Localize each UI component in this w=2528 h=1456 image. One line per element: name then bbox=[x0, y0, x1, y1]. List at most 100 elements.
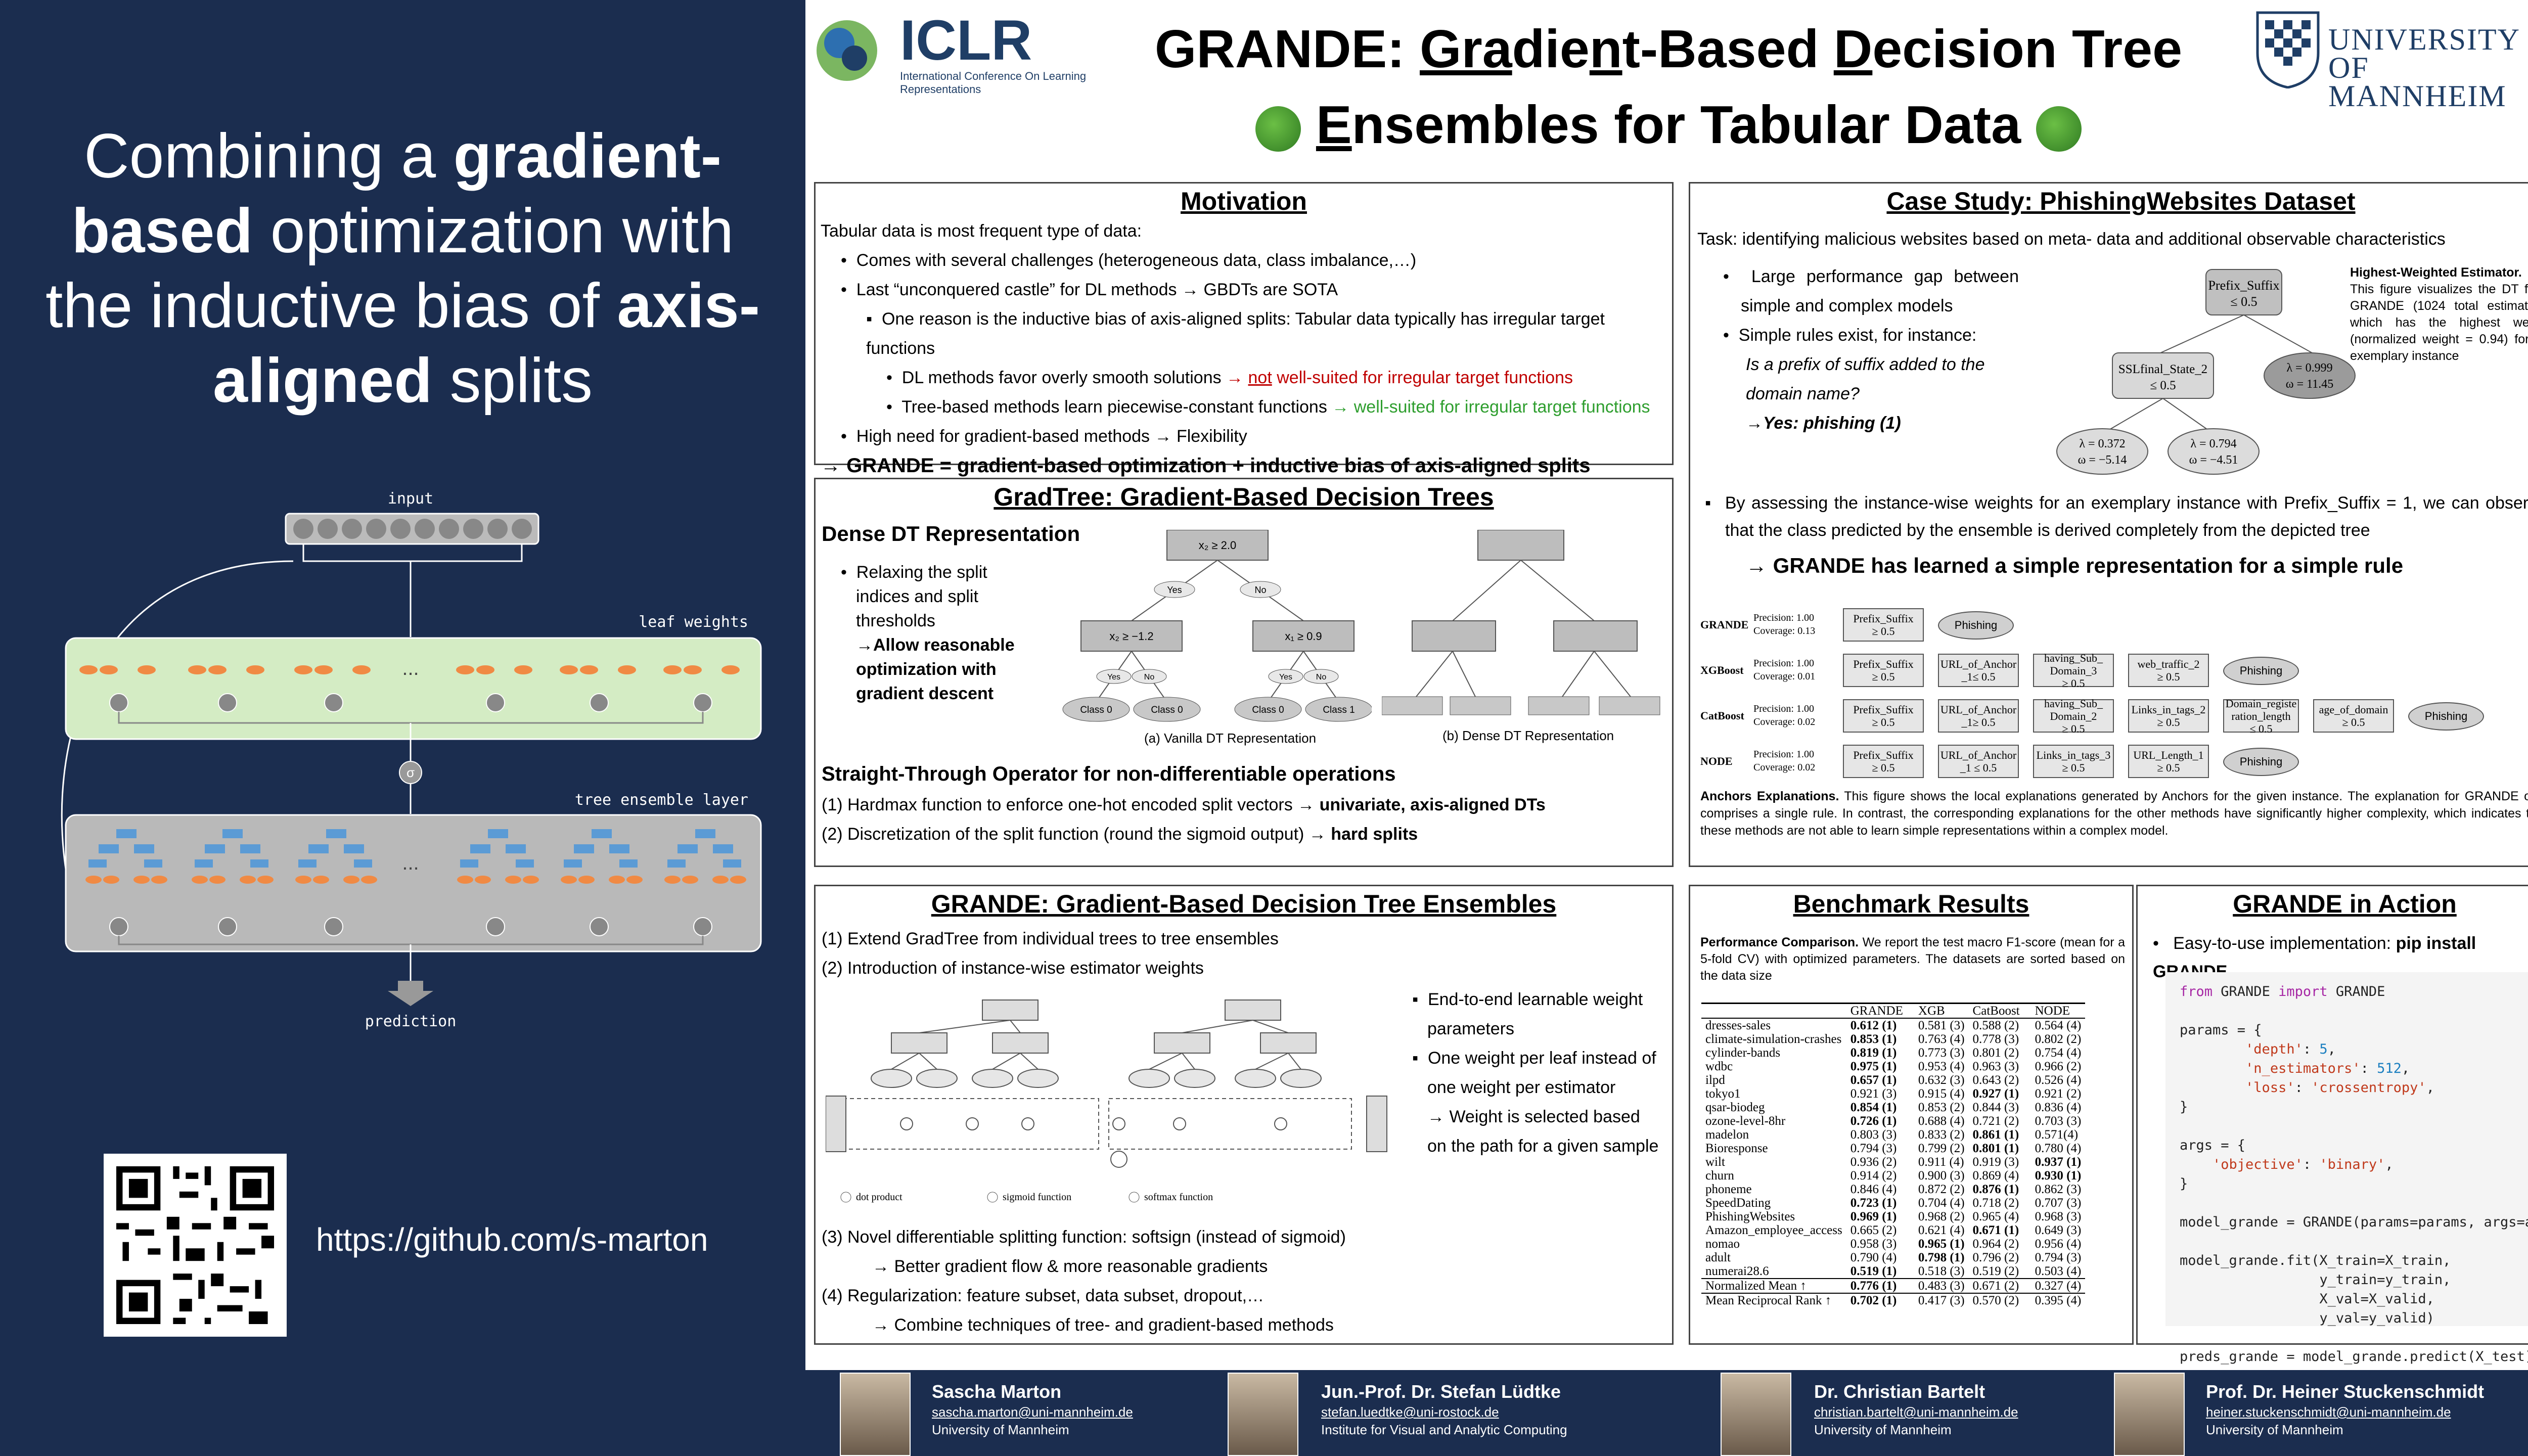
table-cell: 0.763 (4) bbox=[1918, 1032, 1965, 1046]
table-cell: 0.519 (1) bbox=[1850, 1264, 1897, 1278]
straight-through-subheading: Straight-Through Operator for non-differ… bbox=[822, 763, 1396, 785]
table-cell: 0.721 (2) bbox=[1972, 1114, 2019, 1128]
iclr-wordmark: ICLR bbox=[900, 9, 1032, 72]
anchors-rule: having_Sub_ Domain_3 ≥ 0.5 bbox=[2033, 652, 2114, 690]
table-row: climate-simulation-crashes 0.853 (1) 0.763… bbox=[1701, 1032, 2085, 1046]
svg-text:Prefix_Suffix: Prefix_Suffix bbox=[2208, 278, 2279, 293]
gradtree-panel: GradTree: Gradient-Based Decision Trees … bbox=[814, 478, 1674, 867]
svg-text:≤ 0.5: ≤ 0.5 bbox=[2230, 294, 2257, 309]
author-photo bbox=[840, 1373, 911, 1456]
table-header: XGB bbox=[1914, 1003, 1969, 1019]
ensemble-sum-nodes bbox=[109, 917, 712, 936]
table-cell: 0.911 (4) bbox=[1918, 1155, 1964, 1169]
tree-ensemble-layer bbox=[65, 814, 762, 952]
svg-text:λ = 0.794: λ = 0.794 bbox=[2190, 437, 2236, 450]
anchors-rule: Links_in_tags_2 ≥ 0.5 bbox=[2128, 699, 2209, 733]
table-cell: 0.778 (3) bbox=[1972, 1032, 2019, 1046]
table-cell: 0.900 (3) bbox=[1918, 1169, 1965, 1182]
github-link[interactable]: https://github.com/s-marton bbox=[316, 1221, 708, 1258]
motivation-heading: Motivation bbox=[1181, 187, 1307, 215]
table-cell: 0.570 (2) bbox=[1968, 1293, 2031, 1307]
author-photo bbox=[1721, 1373, 1791, 1456]
table-cell: 0.702 (1) bbox=[1846, 1293, 1914, 1307]
author-4-email[interactable]: heiner.stuckenschmidt@uni-mannheim.de bbox=[2206, 1404, 2451, 1420]
table-cell: Amazon_employee_access bbox=[1705, 1223, 1842, 1237]
grande-list-bottom: (3) Novel differentiable splitting funct… bbox=[822, 1227, 1346, 1335]
table-cell: 0.671 (1) bbox=[1972, 1223, 2019, 1237]
table-cell: 0.876 (1) bbox=[1972, 1182, 2019, 1196]
table-cell: 0.953 (4) bbox=[1918, 1060, 1965, 1073]
table-cell: 0.853 (1) bbox=[1850, 1032, 1897, 1046]
svg-text:≤ 0.5: ≤ 0.5 bbox=[2150, 379, 2176, 392]
table-cell: 0.776 (1) bbox=[1846, 1278, 1914, 1293]
author-3-email[interactable]: christian.bartelt@uni-mannheim.de bbox=[1814, 1404, 2018, 1420]
table-cell: tokyo1 bbox=[1705, 1087, 1741, 1101]
svg-text:Class 1: Class 1 bbox=[1323, 705, 1355, 715]
table-cell: 0.969 (1) bbox=[1850, 1210, 1897, 1223]
author-photo bbox=[1228, 1373, 1298, 1456]
table-cell: climate-simulation-crashes bbox=[1705, 1032, 1842, 1046]
tree-ensemble-label: tree ensemble layer bbox=[575, 791, 748, 809]
tree-icon bbox=[2036, 106, 2082, 152]
svg-text:...: ... bbox=[402, 657, 419, 679]
svg-text:No: No bbox=[1254, 585, 1266, 595]
anchors-rule: web_traffic_2 ≥ 0.5 bbox=[2128, 654, 2209, 687]
table-cell: 0.794 (3) bbox=[1850, 1142, 1897, 1155]
svg-text:softmax function: softmax function bbox=[1144, 1192, 1213, 1203]
table-cell: SpeedDating bbox=[1705, 1196, 1771, 1210]
table-cell: Mean Reciprocal Rank ↑ bbox=[1701, 1293, 1846, 1307]
table-cell: 0.703 (3) bbox=[2035, 1114, 2082, 1128]
table-cell: 0.790 (4) bbox=[1850, 1251, 1897, 1264]
vanilla-dt-caption: (a) Vanilla DT Representation bbox=[1144, 731, 1317, 746]
university-crest-icon bbox=[2256, 11, 2320, 88]
author-1-email[interactable]: sascha.marton@uni-mannheim.de bbox=[932, 1404, 1133, 1420]
straight-through-list: (1) Hardmax function to enforce one-hot … bbox=[822, 795, 1546, 844]
table-cell: 0.802 (2) bbox=[2035, 1032, 2082, 1046]
architecture-diagram: input leaf weights ... bbox=[61, 490, 762, 1030]
anchors-model-label: NODE bbox=[1700, 755, 1733, 767]
table-cell: 0.718 (2) bbox=[1972, 1196, 2019, 1210]
table-summary-row: Mean Reciprocal Rank ↑0.702 (1)0.417 (3)… bbox=[1701, 1293, 2086, 1307]
table-cell: 0.571(4) bbox=[2035, 1128, 2079, 1142]
table-cell: 0.854 (1) bbox=[1850, 1101, 1897, 1114]
dense-dt-figure bbox=[1382, 530, 1660, 715]
svg-text:dot product: dot product bbox=[856, 1192, 902, 1203]
table-cell: 0.914 (2) bbox=[1850, 1169, 1897, 1182]
case-observation: ▪ By assessing the instance-wise weights… bbox=[1705, 493, 2528, 540]
table-cell: 0.526 (4) bbox=[2035, 1073, 2082, 1087]
table-cell: 0.688 (4) bbox=[1918, 1114, 1965, 1128]
table-cell: 0.853 (2) bbox=[1918, 1101, 1965, 1114]
table-cell: 0.921 (3) bbox=[1850, 1087, 1897, 1101]
anchors-rule: Prefix_Suffix ≥ 0.5 bbox=[1843, 608, 1924, 642]
qr-code[interactable] bbox=[104, 1154, 287, 1337]
qr-code-icon bbox=[104, 1154, 287, 1337]
table-cell: 0.643 (2) bbox=[1972, 1073, 2019, 1087]
svg-text:No: No bbox=[1316, 673, 1327, 681]
prediction-label: prediction bbox=[365, 1013, 457, 1030]
anchors-rule: Prefix_Suffix ≥ 0.5 bbox=[1843, 654, 1924, 687]
left-sidebar: Combining a gradient-based optimization … bbox=[0, 0, 805, 1456]
ensemble-trees bbox=[85, 829, 746, 884]
svg-text:x₂ ≥ −1.2: x₂ ≥ −1.2 bbox=[1109, 630, 1153, 643]
case-conclusion: → GRANDE has learned a simple representa… bbox=[1746, 554, 2404, 577]
anchors-phishing-outcome: Phishing bbox=[2223, 748, 2299, 776]
anchors-model-label: CatBoost bbox=[1700, 709, 1744, 722]
table-cell: 0.921 (2) bbox=[2035, 1087, 2082, 1101]
table-header: GRANDE bbox=[1846, 1003, 1914, 1019]
table-cell: 0.803 (3) bbox=[1850, 1128, 1897, 1142]
author-2-email[interactable]: stefan.luedtke@uni-rostock.de bbox=[1321, 1404, 1499, 1420]
svg-text:Yes: Yes bbox=[1167, 585, 1182, 595]
